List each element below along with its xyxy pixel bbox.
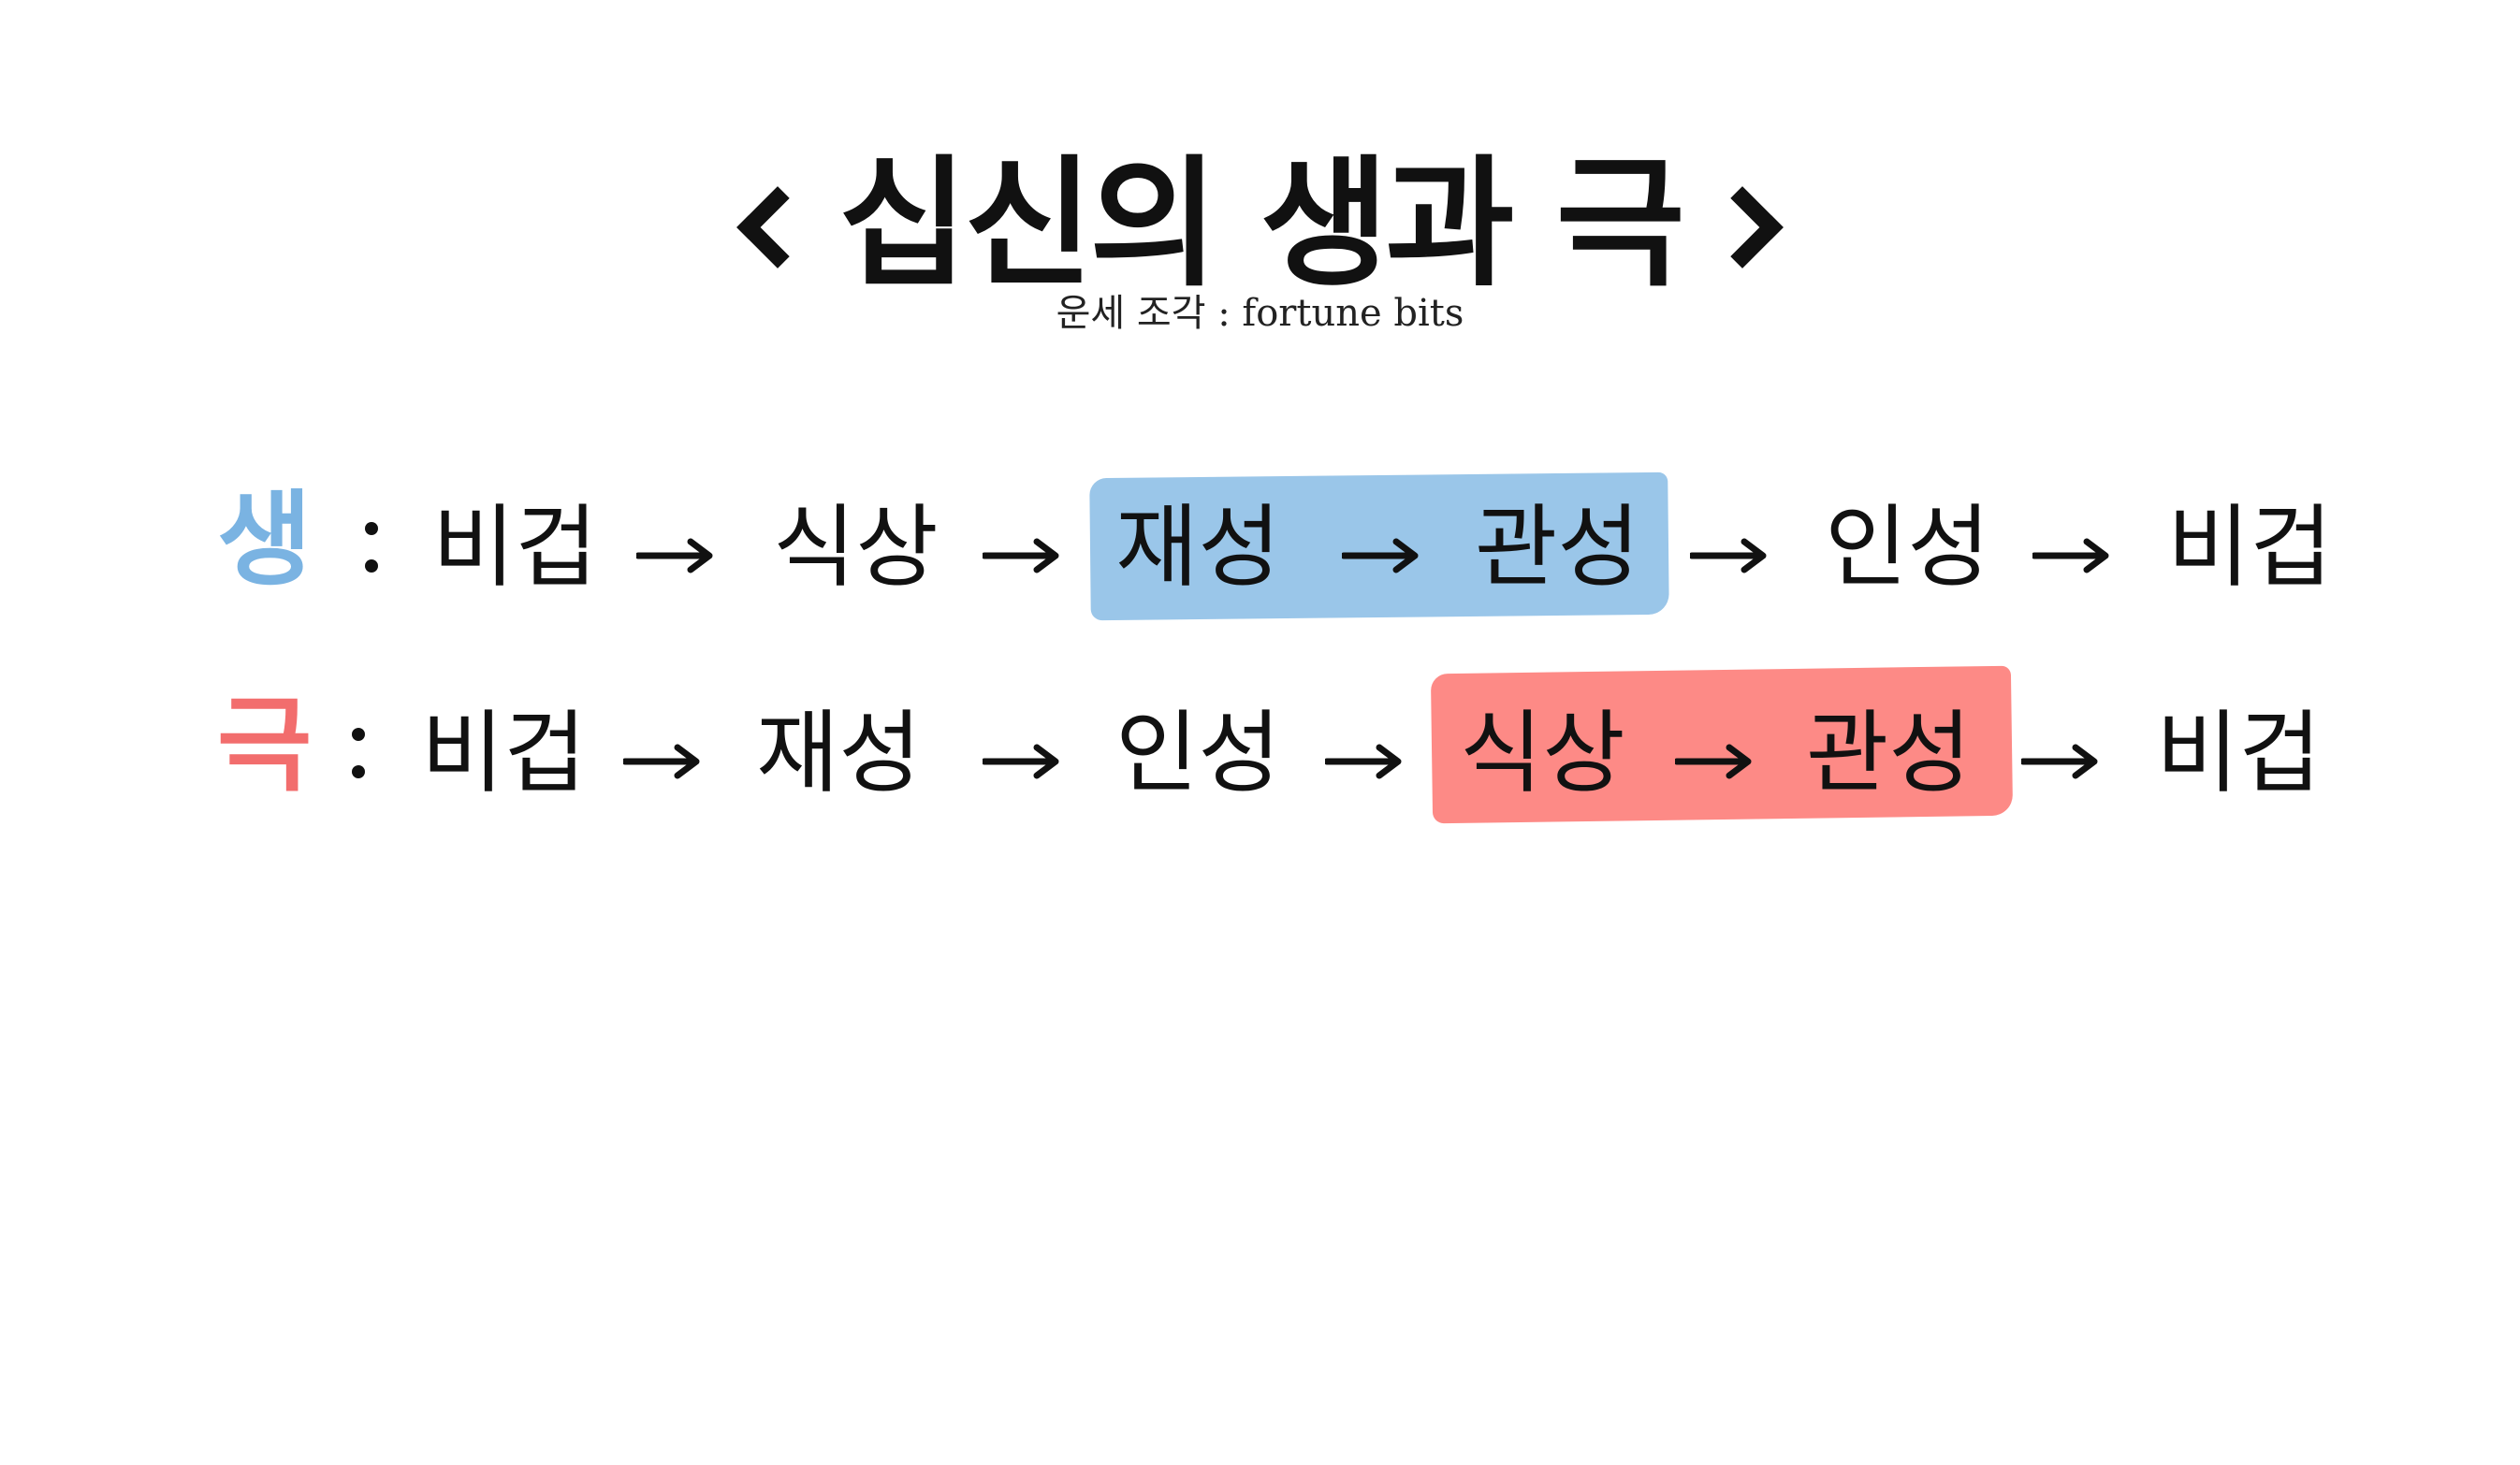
right-arrow-icon	[983, 537, 1061, 574]
geuk-item-1: 비겁	[421, 701, 587, 805]
right-arrow-icon	[1675, 743, 1754, 780]
gen-key-label: 생	[217, 480, 313, 600]
gen-item-4: 관성	[1475, 495, 1640, 600]
geuk-item-4: 식상	[1460, 701, 1625, 805]
page-title-text: 십신의 생과 극	[838, 143, 1684, 306]
right-arrow-icon	[983, 743, 1061, 780]
chevron-left-icon	[736, 186, 820, 268]
geuk-row: 극 비겁 재성 인성 식상 관성 비겁	[0, 665, 2520, 824]
geuk-item-2: 재성	[756, 701, 922, 805]
right-arrow-icon	[623, 743, 702, 780]
right-arrow-icon	[636, 537, 715, 574]
page-title: 십신의 생과 극	[736, 140, 1784, 309]
gen-item-5: 인성	[1825, 495, 1990, 600]
geuk-key-label: 극	[217, 686, 313, 805]
geuk-item-5: 관성	[1806, 701, 1972, 805]
right-arrow-icon	[1690, 537, 1769, 574]
right-arrow-icon	[2032, 537, 2111, 574]
right-arrow-icon	[1325, 743, 1404, 780]
right-arrow-icon	[1342, 537, 1420, 574]
title-area: 십신의 생과 극	[0, 140, 2520, 309]
gen-item-2: 식상	[773, 495, 939, 600]
chevron-right-icon	[1700, 186, 1784, 268]
gen-item-1: 비겁	[432, 495, 598, 600]
colon-icon	[365, 522, 378, 578]
geuk-item-6: 비겁	[2156, 701, 2322, 805]
geuk-item-3: 인성	[1115, 701, 1281, 805]
colon-icon	[352, 728, 365, 784]
gen-row: 생 비겁 식상 재성 관성 인성 비겁	[0, 471, 2520, 621]
right-arrow-icon	[2021, 743, 2100, 780]
gen-item-3: 재성	[1115, 495, 1281, 600]
subtitle: 운세 조각 : fortune bits	[1056, 292, 1464, 335]
gen-item-6: 비겁	[2167, 495, 2333, 600]
